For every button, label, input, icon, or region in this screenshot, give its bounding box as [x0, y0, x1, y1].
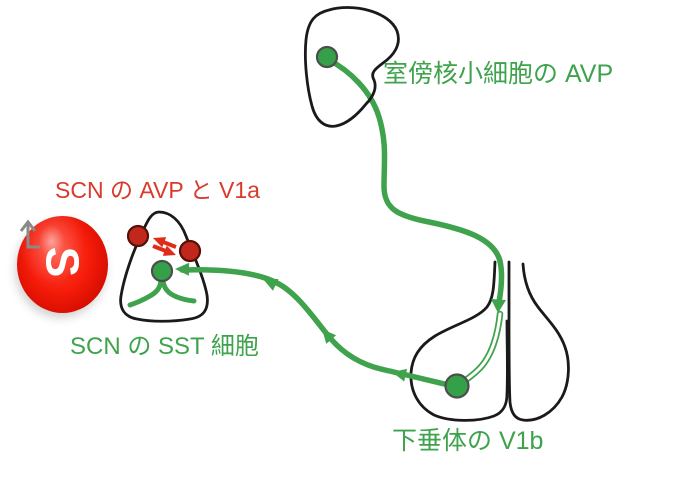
label-scn-avp-v1a: SCN の AVP と V1a: [55, 177, 260, 203]
sphere-letter: S: [36, 246, 89, 278]
projection-arrowhead-4-icon: [175, 262, 190, 276]
sst-neuron-dendrites: [127, 278, 197, 308]
scn-avp-neuron-dot-left: [126, 224, 150, 248]
axon-arrowhead-down-icon: [491, 299, 506, 313]
scn-avp-neuron-dot-right: [178, 239, 202, 263]
projection-arrowhead-3-icon: [263, 279, 279, 291]
scn-reciprocal-arrows-icon: [152, 237, 177, 256]
pvn-avp-neuron-dot: [315, 45, 339, 69]
pituitary-posterior-lobe-outline: [507, 260, 570, 422]
scn-sst-neuron-dot: [150, 259, 174, 283]
pvn-to-pituitary-axon: [326, 57, 505, 305]
red-sphere: S: [17, 216, 108, 313]
pituitary-portal-tube: [456, 310, 504, 388]
projection-arrowhead-2-icon: [322, 329, 337, 344]
pituitary-anterior-lobe-outline: [409, 260, 509, 422]
turn-up-arrow-icon: [19, 219, 40, 249]
label-pvn-avp: 室傍核小細胞の AVP: [383, 60, 614, 88]
pvn-outline: [303, 6, 400, 128]
label-pituitary-v1b: 下垂体の V1b: [392, 427, 544, 455]
pituitary-to-scn-projection: [179, 267, 452, 388]
projection-arrowhead-1-icon: [392, 368, 408, 382]
pituitary-v1b-neuron-dot: [444, 373, 470, 399]
label-scn-sst: SCN の SST 細胞: [70, 333, 259, 360]
